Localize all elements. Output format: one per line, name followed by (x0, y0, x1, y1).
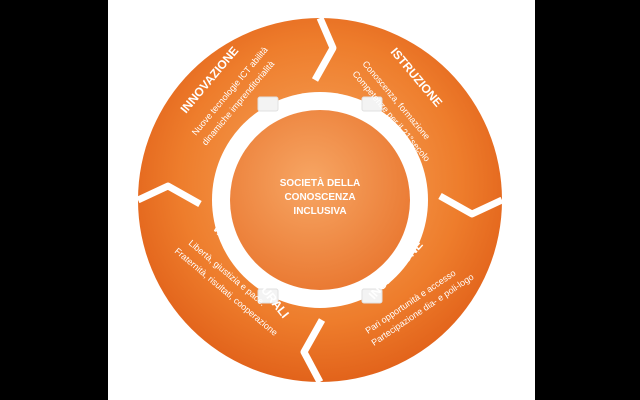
inner-band-notches (257, 96, 383, 304)
segment-dividers (136, 16, 504, 384)
center-circle (230, 110, 410, 290)
center-line-3: INCLUSIVA (293, 206, 346, 217)
center-line-1: SOCIETÀ DELLA (280, 176, 361, 189)
center-line-2: CONOSCENZA (284, 192, 355, 203)
